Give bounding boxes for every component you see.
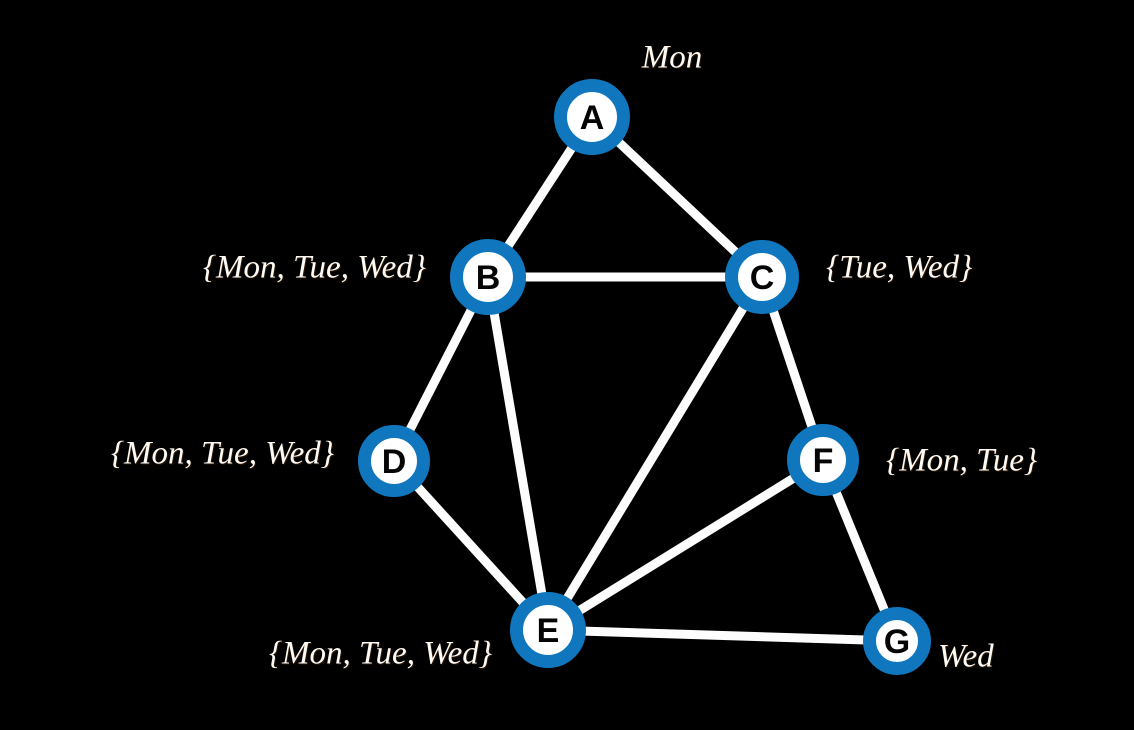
nodes-layer: A B C D F E G (358, 79, 931, 675)
node-letter-c: C (750, 259, 775, 297)
graph-edge-c-e (543, 272, 767, 635)
graph-node-f[interactable]: F (787, 424, 859, 496)
node-letter-f: F (813, 442, 834, 480)
node-domain-label-f: {Mon, Tue} (886, 442, 1038, 479)
graph-edge-d-e (389, 456, 553, 635)
graph-node-c[interactable]: C (725, 240, 799, 314)
node-circle-b (450, 239, 526, 315)
graph-edge-a-c (587, 112, 767, 282)
graph-edge-e-f (543, 455, 828, 635)
graph-edge-b-e (483, 272, 553, 635)
node-letter-a: A (580, 99, 605, 137)
node-domain-label-g: Wed (938, 638, 994, 675)
node-circle-d (358, 425, 430, 497)
node-circle-e (510, 592, 586, 668)
node-domain-label-d: {Mon, Tue, Wed} (110, 435, 334, 472)
node-circle-g (863, 607, 931, 675)
graph-node-g[interactable]: G (863, 607, 931, 675)
node-circle-c (725, 240, 799, 314)
node-letter-d: D (382, 443, 407, 481)
node-domain-label-e: {Mon, Tue, Wed} (268, 635, 492, 672)
node-domain-label-a: Mon (641, 39, 703, 76)
graph-node-d[interactable]: D (358, 425, 430, 497)
graph-node-a[interactable]: A (554, 79, 630, 155)
edges-layer (389, 112, 902, 646)
graph-node-e[interactable]: E (510, 592, 586, 668)
node-letter-g: G (884, 623, 910, 661)
node-letter-e: E (537, 612, 560, 650)
node-domain-label-b: {Mon, Tue, Wed} (202, 249, 426, 286)
node-circle-f (787, 424, 859, 496)
node-domain-label-c: {Tue, Wed} (826, 249, 973, 286)
node-letter-b: B (476, 259, 501, 297)
graph-node-b[interactable]: B (450, 239, 526, 315)
graph-edge-e-g (543, 625, 902, 646)
node-circle-a (554, 79, 630, 155)
